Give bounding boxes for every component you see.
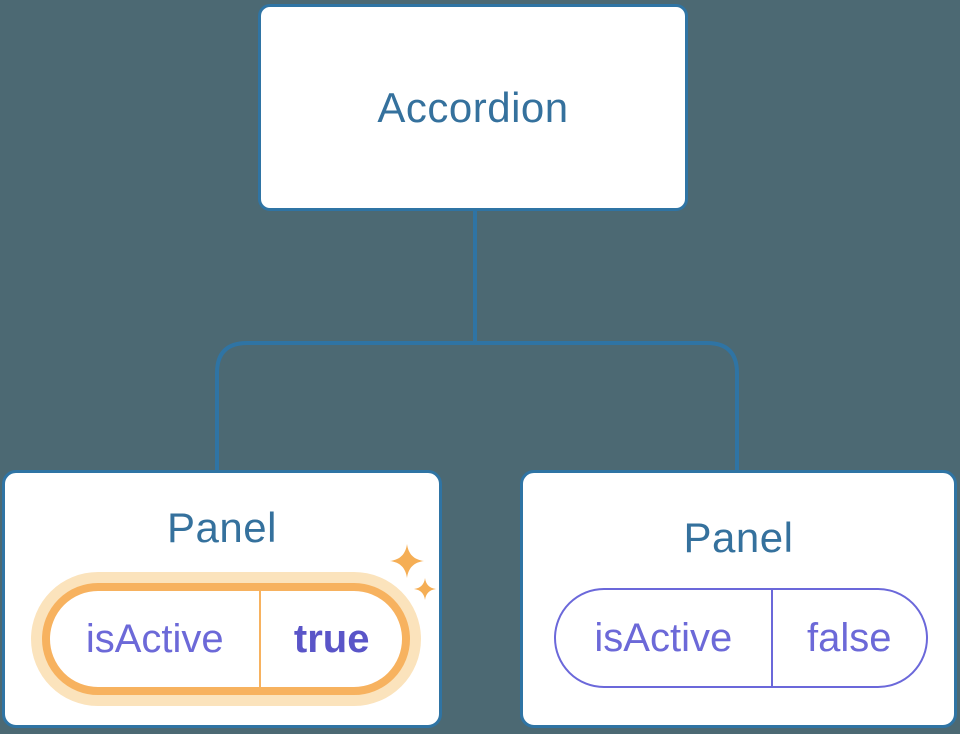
tree-node-panel-active: Panel isActive true [2,470,442,728]
sparkle-icon [390,544,436,600]
tree-node-accordion: Accordion [258,4,688,211]
prop-value: true [293,617,370,661]
prop-name: isActive [556,590,773,686]
prop-badge-inactive: isActive false [554,588,928,688]
prop-value: false [807,616,892,660]
prop-name: isActive [50,591,262,687]
panel-node-label: Panel [683,514,794,561]
panel-node-label: Panel [167,504,277,551]
prop-badge-active: isActive true [42,583,410,695]
accordion-node-label: Accordion [377,83,569,131]
tree-node-panel-inactive: Panel isActive false [520,470,957,728]
connector-branch [215,341,739,471]
